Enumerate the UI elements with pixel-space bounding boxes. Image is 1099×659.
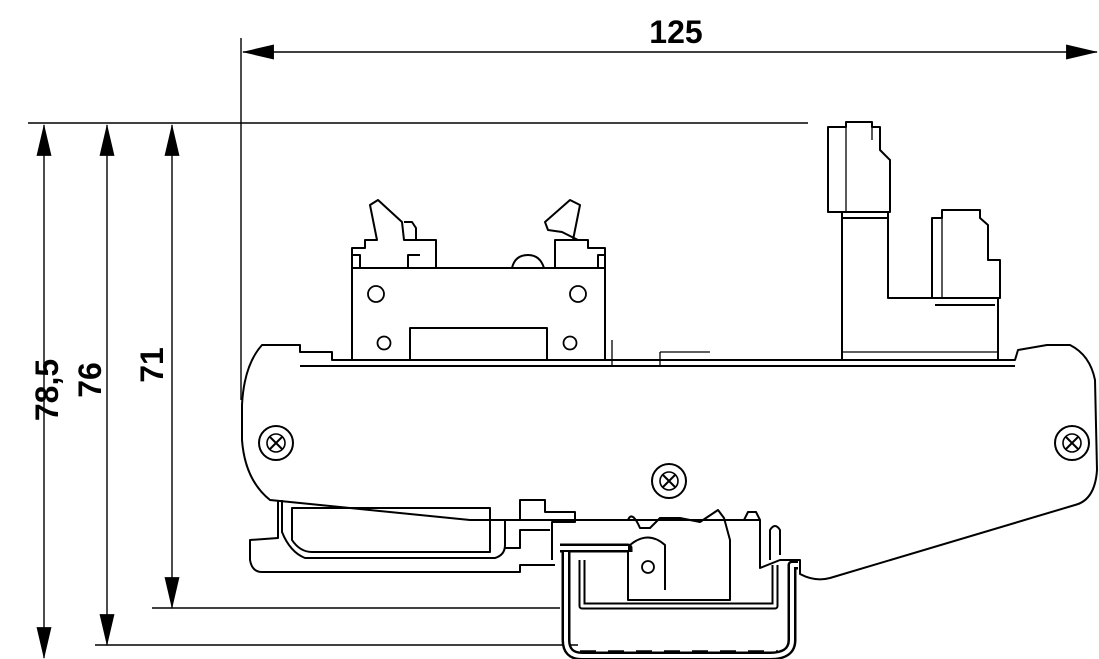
height-mid-dimension: 76: [72, 123, 115, 647]
din-rail: [560, 543, 798, 659]
height-total-label: 78,5: [29, 359, 65, 421]
width-dimension: 125: [240, 14, 1099, 400]
screw-center: [651, 463, 687, 499]
width-dimension-label: 125: [649, 14, 702, 50]
right-terminal-block: [827, 121, 1001, 361]
relay-base-housing: [241, 340, 1098, 581]
height-total-dimension: 78,5: [29, 123, 65, 659]
screw-left: [258, 425, 294, 461]
height-inner-dimension: 71: [134, 123, 180, 610]
height-mid-label: 76: [72, 362, 108, 398]
plug-in-relay: [351, 199, 606, 361]
height-inner-label: 71: [134, 347, 170, 383]
screw-right: [1054, 425, 1090, 461]
din-rail-clip: [627, 509, 731, 601]
